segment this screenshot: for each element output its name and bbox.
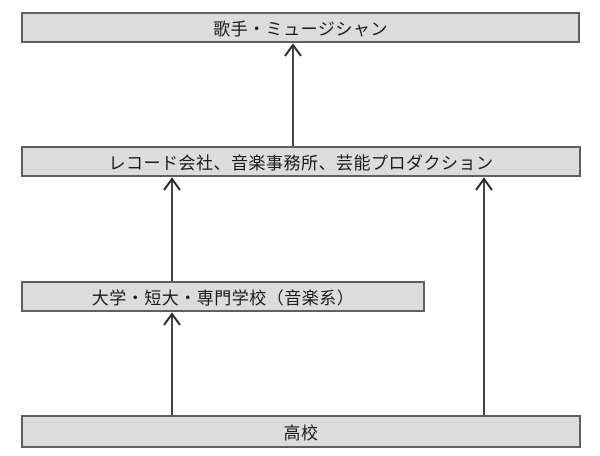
node-high-school: 高校 [21,415,581,448]
edge-highschool-to-record [475,177,493,415]
node-record-company-production: レコード会社、音楽事務所、芸能プロダクション [21,146,581,177]
node-label: 歌手・ミュージシャン [213,20,388,39]
node-label: レコード会社、音楽事務所、芸能プロダクション [108,154,494,173]
edge-record-to-singer [284,43,302,146]
arrowhead-up-icon [475,177,493,191]
node-label: 高校 [283,424,319,443]
node-university-college-vocational: 大学・短大・専門学校（音楽系） [21,281,425,312]
edge-highschool-to-college [163,312,181,415]
edge-college-to-record [163,177,181,281]
arrowhead-up-icon [163,312,181,326]
arrowhead-up-icon [163,177,181,191]
arrowhead-up-icon [284,43,302,57]
node-singer-musician: 歌手・ミュージシャン [21,12,580,43]
node-label: 大学・短大・専門学校（音楽系） [91,289,355,308]
